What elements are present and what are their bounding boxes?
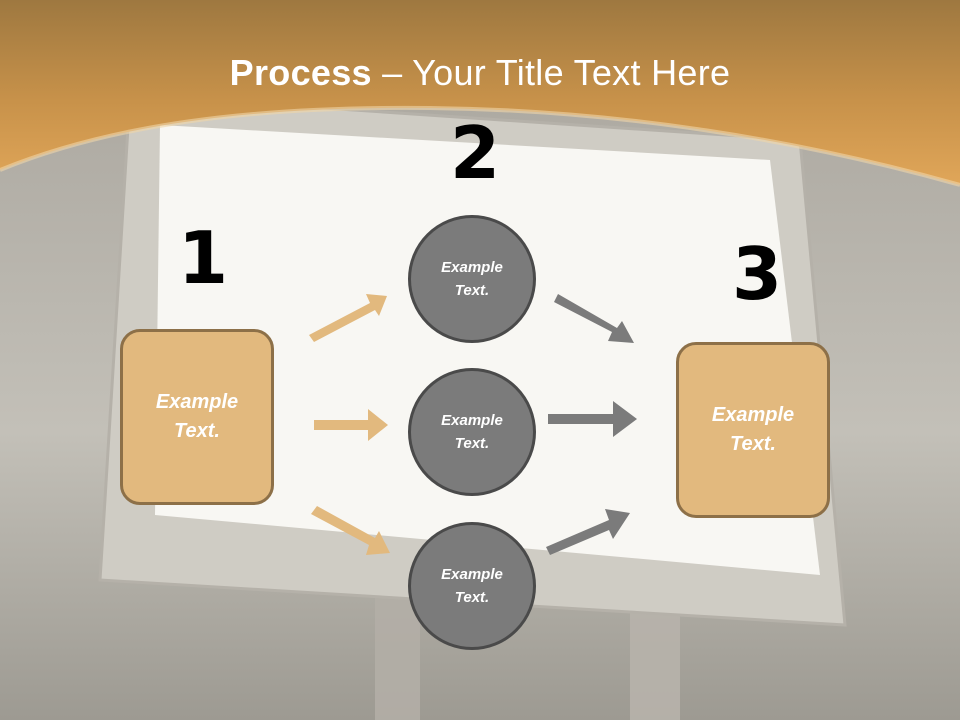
step-number-2: 2 [450,111,501,195]
circle-top-line2: Text. [454,282,490,299]
step-2-circle-middle: Example Text. [408,368,536,496]
step-3-box-line2: Text. [730,433,776,455]
step-1-box-line1: Example [155,391,239,413]
title-bold: Process [229,52,372,93]
title-rest: – Your Title Text Here [371,52,731,93]
slide-title: Process – Your Title Text Here [0,52,960,94]
arrows-tan [309,294,390,555]
arrows-gray [546,294,637,555]
step-1-box-line2: Text. [174,420,220,442]
step-number-3: 3 [732,232,783,316]
circle-top-line1: Example [441,259,503,276]
circle-middle-line2: Text. [454,435,490,452]
step-2-circle-bottom: Example Text. [408,522,536,650]
step-3-box-line1: Example [711,404,795,426]
circle-middle-line1: Example [441,412,503,429]
step-2-circle-top: Example Text. [408,215,536,343]
step-1-box: Example Text. [120,329,274,505]
step-number-1: 1 [178,216,229,300]
circle-bottom-line1: Example [441,566,503,583]
step-3-box: Example Text. [676,342,830,518]
circle-bottom-line2: Text. [454,589,490,606]
